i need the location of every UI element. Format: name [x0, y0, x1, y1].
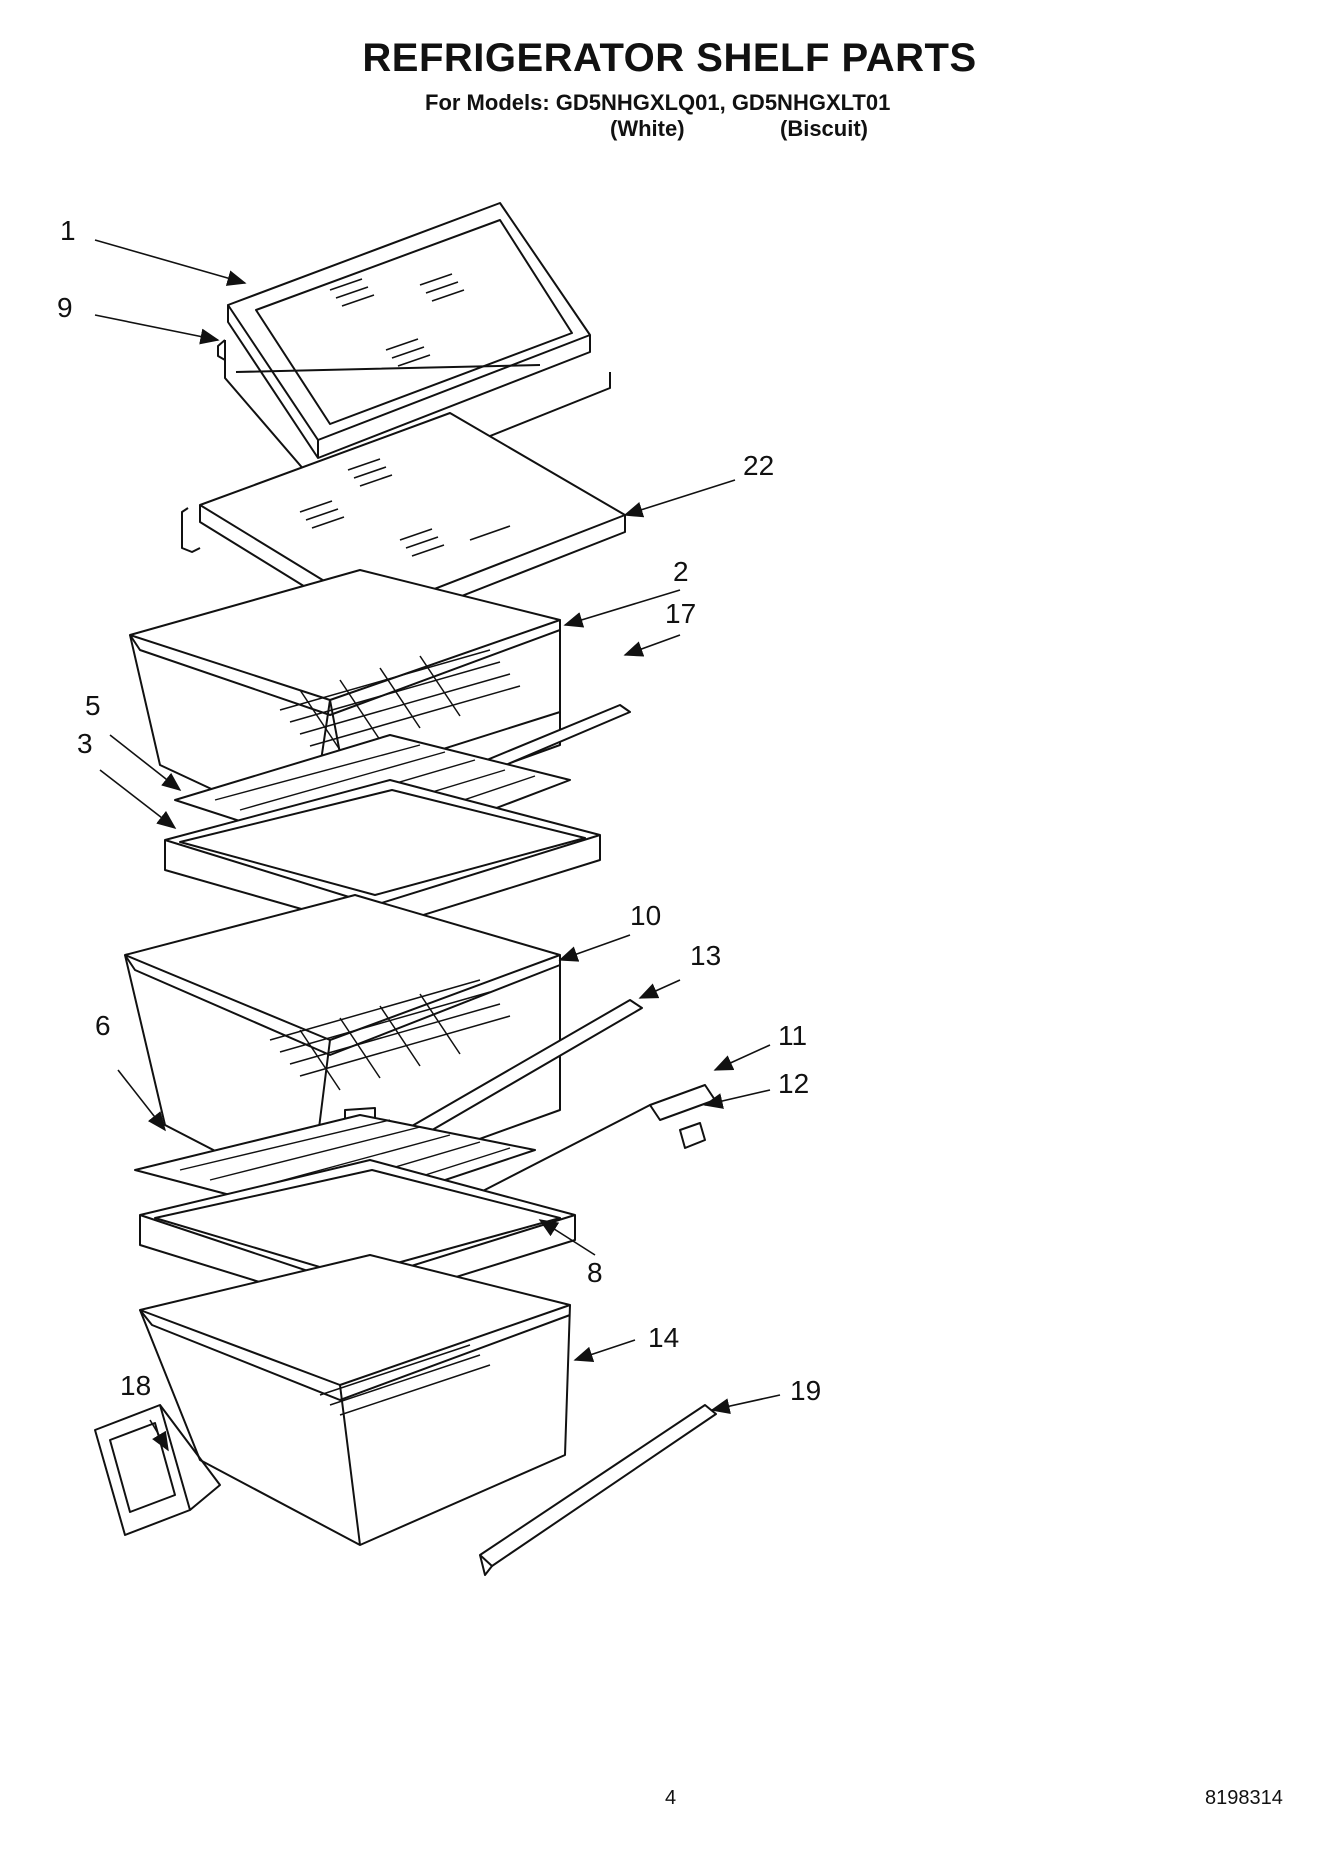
glass-shelf-top: [227, 202, 591, 459]
callout-1: 1: [60, 215, 76, 246]
variant-biscuit: (Biscuit): [780, 116, 868, 141]
models-line: For Models: GD5NHGXLQ01, GD5NHGXLT01: [425, 90, 891, 115]
callout-2: 2: [673, 556, 689, 587]
leader-lines: [94, 239, 781, 1452]
page-number: 4: [665, 1787, 677, 1809]
page-title: REFRIGERATOR SHELF PARTS: [362, 36, 977, 80]
callout-18: 18: [120, 1370, 152, 1401]
document-number: 8198314: [1205, 1787, 1283, 1809]
bottom-drawer: [139, 1254, 571, 1546]
callout-3: 3: [77, 728, 93, 759]
callout-13: 13: [690, 940, 722, 971]
label-frame: [94, 1404, 221, 1536]
callout-11: 11: [778, 1020, 808, 1051]
callout-9: 9: [57, 292, 73, 323]
callout-22: 22: [743, 450, 775, 481]
variant-white: (White): [610, 116, 685, 141]
callout-10: 10: [630, 900, 662, 931]
callout-6: 6: [95, 1010, 111, 1041]
callout-5: 5: [85, 690, 101, 721]
handle-bottom: [479, 1404, 717, 1576]
callout-12: 12: [778, 1068, 810, 1099]
humidity-control: [474, 1084, 716, 1196]
callout-8: 8: [587, 1257, 603, 1288]
callout-19: 19: [790, 1375, 822, 1406]
callout-17: 17: [665, 598, 697, 629]
callout-14: 14: [648, 1322, 680, 1353]
